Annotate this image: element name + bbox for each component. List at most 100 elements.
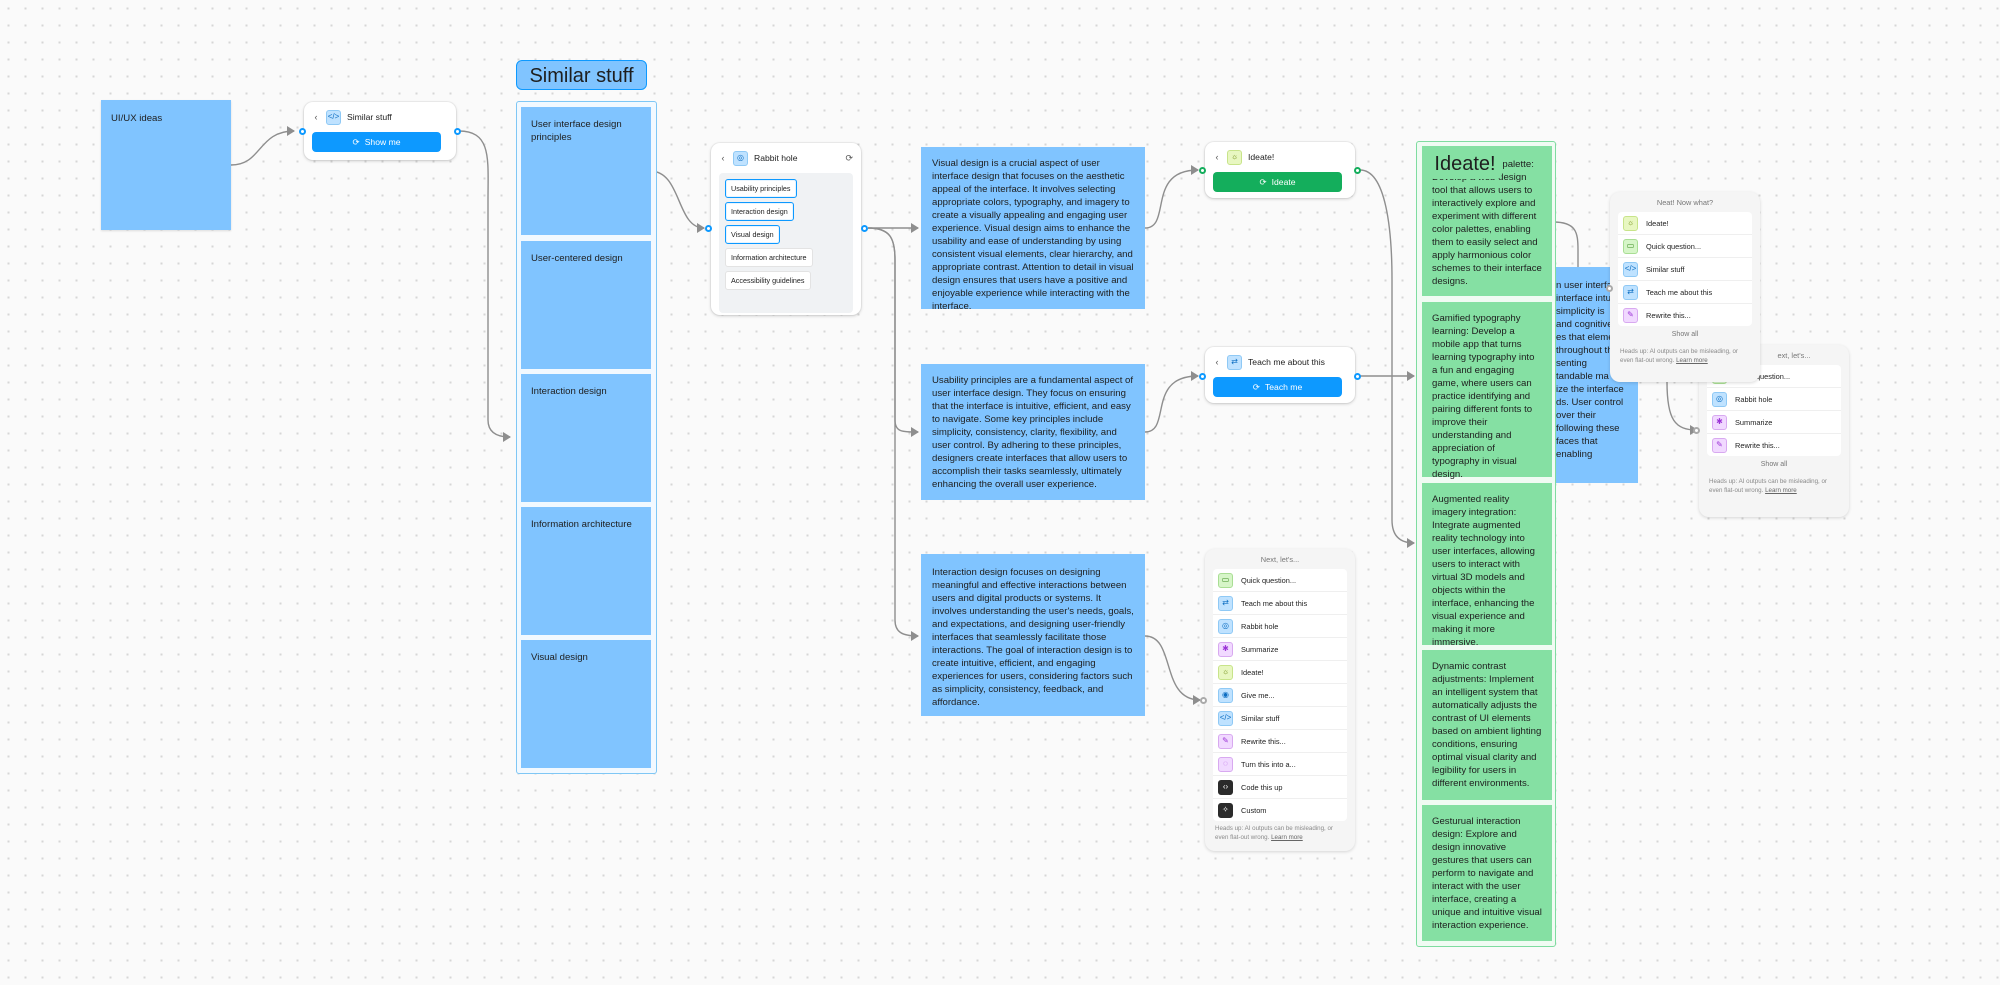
menu-item-rewrite[interactable]: ✎Rewrite this... (1213, 730, 1347, 753)
menu-list: ▭Quick question... ⇄Teach me about this … (1213, 569, 1347, 821)
similar-stuff-card[interactable]: ‹ </> Similar stuff ⟳ Show me (304, 102, 456, 160)
teach-me-card[interactable]: ‹ ⇄ Teach me about this ⟳ Teach me (1205, 347, 1355, 403)
sticky-interaction-text[interactable]: Interaction design focuses on designing … (921, 554, 1145, 716)
sticky-ui-ux-ideas[interactable]: UI/UX ideas (101, 100, 231, 230)
learn-more-link[interactable]: Learn more (1765, 486, 1797, 494)
menu-item-ideate[interactable]: ☼Ideate! (1213, 661, 1347, 684)
menu-item-rewrite[interactable]: ✎Rewrite this... (1618, 304, 1752, 326)
menu-item-rabbit-hole[interactable]: ◎Rabbit hole (1213, 615, 1347, 638)
custom-icon: ✧ (1218, 802, 1233, 818)
sticky-idea-4[interactable]: Gesturual interaction design: Explore an… (1422, 805, 1552, 941)
sticky-idea-1[interactable]: Gamified typography learning: Develop a … (1422, 302, 1552, 480)
next-actions-menu[interactable]: Next, let's... ▭Quick question... ⇄Teach… (1205, 549, 1355, 851)
menu-item-similar-stuff[interactable]: </> Similar stuff (1618, 258, 1752, 281)
chip-usability-principles[interactable]: Usability principles (725, 179, 797, 198)
menu-item-give-me[interactable]: ◉Give me... (1213, 684, 1347, 707)
chip-interaction-design[interactable]: Interaction design (725, 202, 794, 221)
chip-information-architecture[interactable]: Information architecture (725, 248, 813, 267)
sticky-usability-text[interactable]: Usability principles are a fundamental a… (921, 364, 1145, 500)
menu-title: Next, let's... (1260, 555, 1300, 564)
code-brackets-icon: </> (1623, 261, 1638, 277)
menu-item-label: Quick question... (1241, 575, 1297, 585)
menu-item-label: Quick question... (1646, 241, 1702, 251)
menu-list: ☼Ideate! ▭Quick question... </> Similar s… (1618, 212, 1752, 326)
menu-item-similar-stuff[interactable]: </>Similar stuff (1213, 707, 1347, 730)
learn-more-link[interactable]: Learn more (1271, 833, 1303, 841)
refresh-icon[interactable]: ⟳ (845, 152, 853, 163)
card-title: Teach me about this (1248, 357, 1325, 367)
show-all-button[interactable]: Show all (1760, 461, 1788, 468)
chip-accessibility-guidelines[interactable]: Accessibility guidelines (725, 271, 811, 290)
sticky-similar-1[interactable]: User-centered design (521, 241, 651, 369)
partial-line: ds. User control (1556, 397, 1624, 408)
back-chevron-icon[interactable]: ‹ (721, 153, 725, 163)
sticky-visual-design-text[interactable]: Visual design is a crucial aspect of use… (921, 147, 1145, 312)
pencil-icon: ✎ (1712, 437, 1727, 453)
rabbit-hole-card[interactable]: ‹ ◎ Rabbit hole ⟳ Usability principles I… (711, 143, 861, 315)
menu-item-summarize[interactable]: ✱Summarize (1707, 411, 1841, 434)
menu-title: ext, let's... (1777, 351, 1811, 360)
menu-item-teach-me[interactable]: ⇄Teach me about this (1213, 592, 1347, 615)
port-teach-in[interactable] (1199, 373, 1206, 380)
port-menu-in[interactable] (1200, 697, 1207, 704)
menu-footer: Heads up: AI outputs can be misleading, … (1610, 344, 1760, 365)
port-back-menu-in[interactable] (1693, 427, 1700, 434)
menu-item-quick-question[interactable]: ▭Quick question... (1618, 235, 1752, 258)
port-similar-in[interactable] (299, 128, 306, 135)
partial-line: following these (1556, 423, 1620, 434)
sticky-idea-2[interactable]: Augmented reality imagery integration: I… (1422, 483, 1552, 648)
sticky-idea-3[interactable]: Dynamic contrast adjustments: Implement … (1422, 650, 1552, 800)
teach-icon: ⇄ (1623, 284, 1638, 300)
menu-footer: Heads up: AI outputs can be misleading, … (1205, 821, 1355, 842)
ideate-button[interactable]: ⟳ Ideate (1213, 172, 1342, 192)
menu-item-rabbit-hole[interactable]: ◎Rabbit hole (1707, 388, 1841, 411)
menu-item-label: Rabbit hole (1241, 621, 1279, 631)
give-icon: ◉ (1218, 687, 1233, 703)
learn-more-link[interactable]: Learn more (1676, 356, 1708, 364)
back-chevron-icon[interactable]: ‹ (1215, 357, 1219, 367)
sticky-similar-4[interactable]: Visual design (521, 640, 651, 768)
back-chevron-icon[interactable]: ‹ (314, 112, 318, 122)
menu-item-label: Rabbit hole (1735, 394, 1773, 404)
menu-item-summarize[interactable]: ✱Summarize (1213, 638, 1347, 661)
partial-text: n user interface interface intu simplici… (1556, 279, 1638, 461)
sticky-similar-2[interactable]: Interaction design (521, 374, 651, 502)
back-chevron-icon[interactable]: ‹ (1215, 152, 1219, 162)
port-rabbit-in[interactable] (705, 225, 712, 232)
section-title-ideate[interactable]: Ideate! (1428, 149, 1502, 179)
refresh-icon: ⟳ (1252, 381, 1260, 392)
teach-me-button[interactable]: ⟳ Teach me (1213, 377, 1342, 397)
menu-item-custom[interactable]: ✧Custom (1213, 799, 1347, 821)
menu-item-quick-question[interactable]: ▭Quick question... (1213, 569, 1347, 592)
menu-item-code-this-up[interactable]: ‹›Code this up (1213, 776, 1347, 799)
sticky-text: Usability principles are a fundamental a… (932, 375, 1134, 490)
sticky-similar-0[interactable]: User interface design principles (521, 107, 651, 235)
menu-item-turn-into[interactable]: ◌Turn this into a... (1213, 753, 1347, 776)
pencil-icon: ✎ (1218, 733, 1233, 749)
menu-item-teach-me[interactable]: ⇄Teach me about this (1618, 281, 1752, 304)
menu-item-rewrite[interactable]: ✎Rewrite this... (1707, 434, 1841, 456)
port-similar-out[interactable] (454, 128, 461, 135)
wire-interaction-to-menu (1144, 635, 1201, 701)
show-all-button[interactable]: Show all (1671, 331, 1699, 338)
port-rabbit-out[interactable] (861, 225, 868, 232)
wire-usability-to-teach (1144, 375, 1199, 433)
port-ideate-in[interactable] (1199, 167, 1206, 174)
wire-rabbit-to-usability (867, 227, 919, 433)
port-teach-out[interactable] (1354, 373, 1361, 380)
section-title-similar[interactable]: Similar stuff (516, 60, 647, 90)
back-actions-menu[interactable]: ext, let's... ▭Quick question... ◎Rabbit… (1699, 345, 1849, 517)
ideate-card[interactable]: ‹ ☼ Ideate! ⟳ Ideate (1205, 142, 1355, 198)
disclaimer-text: Heads up: AI outputs can be misleading, … (1215, 825, 1333, 841)
port-neat-in[interactable] (1606, 285, 1613, 292)
chip-visual-design[interactable]: Visual design (725, 225, 780, 244)
card-title: Ideate! (1248, 152, 1275, 162)
menu-item-label: Similar stuff (1646, 264, 1685, 274)
sticky-similar-3[interactable]: Information architecture (521, 507, 651, 635)
neat-now-what-menu[interactable]: Neat! Now what? ☼Ideate! ▭Quick question… (1610, 192, 1760, 382)
sticky-text: UI/UX ideas (111, 113, 163, 124)
show-me-button[interactable]: ⟳ Show me (312, 132, 441, 152)
menu-item-ideate[interactable]: ☼Ideate! (1618, 212, 1752, 235)
port-ideate-out[interactable] (1354, 167, 1361, 174)
